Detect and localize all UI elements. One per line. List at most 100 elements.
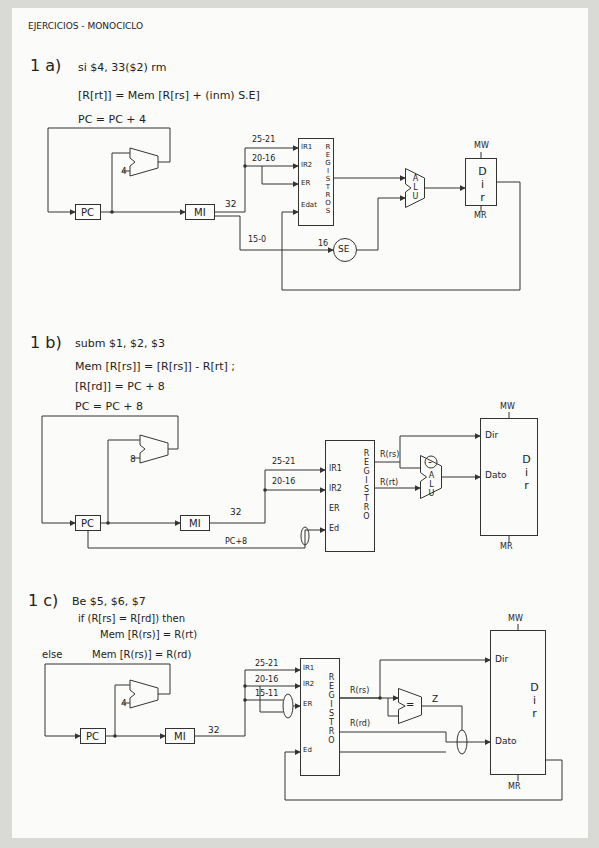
handwritten-note: 1 a) [30,58,61,74]
alu-shape [406,169,425,208]
handwritten-note: else [42,650,62,660]
pc-register: PC [75,515,101,531]
node-text: ALU [411,174,419,201]
junction-dot [110,210,114,214]
handwritten-note: Mem [R[rs]] = [R[rs]] - R[rt] ; [75,361,235,372]
wire [45,664,170,736]
instruction-memory: MI [165,728,195,744]
junction-dot [106,521,110,525]
node-text: PC [81,519,94,529]
node-text: REGISTROS [324,143,331,215]
signal-name: 4 [121,699,127,708]
handwritten-note: PC = PC + 4 [78,114,146,125]
handwritten-note: PC = PC + 8 [75,401,143,412]
data-wire [340,698,398,699]
node-text: REGISTRO [327,673,335,745]
node-text: lR1 [329,465,342,473]
node-text: Dir [477,165,488,204]
node-text: Ed [303,747,312,754]
handwritten-note: Be $5, $6, $7 [72,596,146,607]
signal-name: R(rs) [380,451,399,459]
node-text: = [406,700,414,710]
node-text: REGISTRO [362,449,370,521]
node-text: Dir [485,431,498,440]
wire [400,462,420,468]
pc-register: PC [80,728,106,744]
node-text: PC [86,732,99,742]
signal-name: EJERCICIOS - MONOCICLO [28,22,143,31]
junction-dot [263,488,267,492]
data-wire [357,198,405,250]
node-text: lR2 [303,681,314,688]
operation-circle [425,456,437,468]
signal-name: 20-16 [255,676,278,684]
signal-name: 20-16 [272,478,295,486]
handwritten-note: Mem [R(rs)] = R(rd) [92,650,191,660]
signal-name: 4 [121,167,127,176]
handwritten-note: 1 c) [28,593,58,609]
handwritten-note: if (R[rs] = R[rd]) then [78,614,185,624]
node-text: SE [338,245,349,254]
node-text: lR1 [301,144,312,151]
pc-register: PC [75,204,101,220]
wire [42,416,178,523]
wire [265,490,325,491]
node-text: Dir [495,655,508,664]
signal-name: 8 [130,455,136,464]
node-text: Dir [521,453,532,492]
node-text: ER [329,505,340,513]
data-wire [210,470,325,523]
handwritten-note: - [428,456,432,467]
wire [112,153,130,212]
data-memory: Dir [465,158,497,206]
signal-name: 32 [230,508,241,517]
handwritten-note: [R[rt]] = Mem [R[rs] + (inm) S.E] [78,90,260,101]
mux-symbol [283,694,293,718]
alu-shape [421,456,442,499]
register-file: lR1 lR2ER Ed REGISTRO [300,658,340,776]
signal-name: MW [500,403,515,411]
node-text: Dato [485,471,506,480]
junction-dot [378,696,382,700]
signal-name: MW [474,142,489,150]
data-wire [375,436,480,462]
node-text: lR2 [329,485,342,493]
junction-dot [243,164,247,168]
wire [115,685,130,736]
wire [422,706,462,730]
signal-name: 15-11 [255,690,278,698]
comparator: = [398,688,422,724]
wire [48,128,170,212]
data-wire [340,732,490,742]
handwritten-note: subm $1, $2, $3 [75,338,165,349]
data-wire [195,670,300,736]
node-text: lR1 [303,665,314,672]
control-line [518,775,519,781]
signal-name: R(rd) [350,720,370,728]
control-line [509,536,510,542]
signal-name: MR [500,543,512,551]
node-text: Dato [495,737,516,746]
junction-dot [113,734,117,738]
data-wire [375,488,420,489]
paper-sheet [12,8,588,838]
node-text: MI [189,519,201,529]
handwritten-note: Mem [R(rs)] = R(rt) [100,630,197,640]
signal-name: Z [432,695,438,704]
handwritten-note: si $4, 33($2) rm [78,62,166,73]
signal-name: 16 [318,240,328,248]
signal-name: 15-0 [248,236,266,244]
wire [245,686,300,687]
wire [108,440,140,523]
wire [245,700,283,701]
handwritten-note: [R[rd]] = PC + 8 [75,381,165,392]
node-text: MI [174,732,186,742]
signal-name: MR [474,212,486,220]
wire-label: PC+8 [225,538,247,546]
signal-name: 32 [225,200,236,209]
node-text: MI [194,208,206,218]
node-text: ER [303,701,312,708]
node-text: lR2 [301,162,312,169]
data-wire [442,477,480,478]
